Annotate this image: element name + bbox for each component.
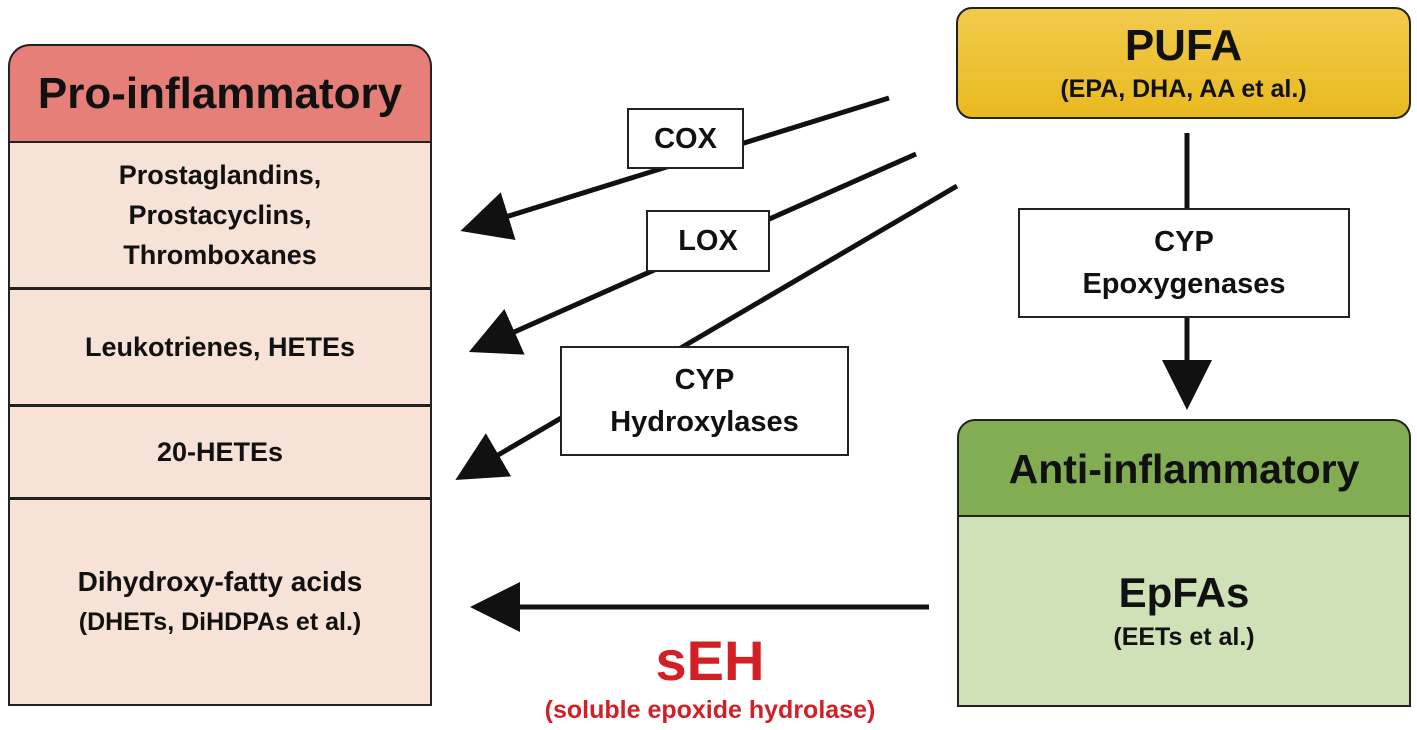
pro-cell-4-line-1: Dihydroxy-fatty acids — [77, 566, 363, 597]
pro-cell-1-line-2: Prostacyclins, — [128, 200, 312, 230]
pufa-title: PUFA — [1124, 21, 1243, 70]
seh-title: sEH — [655, 628, 765, 692]
epfas-box: EpFAs (EETs et al.) — [957, 515, 1411, 707]
pro-inflammatory-title: Pro-inflammatory — [37, 69, 403, 118]
cox-label: COX — [654, 122, 717, 155]
anti-inflammatory-title: Anti-inflammatory — [1008, 445, 1360, 492]
pufa-box: PUFA (EPA, DHA, AA et al.) — [956, 7, 1411, 119]
cyp-hydroxylases-label-box: CYP Hydroxylases — [560, 346, 849, 456]
epfas-subtitle: (EETs et al.) — [1113, 623, 1255, 651]
dihydroxy-fatty-acids-cell: Dihydroxy-fatty acids (DHETs, DiHDPAs et… — [8, 498, 432, 706]
cox-label-box: COX — [627, 108, 744, 169]
pro-inflammatory-header: Pro-inflammatory — [8, 44, 432, 142]
cyp-hydroxylase-arrow — [455, 183, 959, 481]
cyp-hydroxylases-line-2: Hydroxylases — [610, 406, 799, 438]
lox-label-box: LOX — [646, 210, 770, 272]
prostaglandins-cell: Prostaglandins, Prostacyclins, Thromboxa… — [8, 141, 432, 289]
pro-cell-2-line-1: Leukotrienes, HETEs — [84, 331, 356, 362]
pro-cell-1-line-1: Prostaglandins, — [118, 160, 322, 190]
lox-label: LOX — [678, 225, 738, 257]
pufa-subtitle: (EPA, DHA, AA et al.) — [1060, 75, 1307, 103]
cyp-epoxygenases-line-2: Epoxygenases — [1082, 268, 1286, 300]
pro-cell-3-line-1: 20-HETEs — [156, 436, 284, 467]
cyp-hydroxylases-line-1: CYP — [674, 364, 735, 396]
20-hetes-cell: 20-HETEs — [8, 405, 432, 499]
epfas-title: EpFAs — [1118, 569, 1250, 616]
anti-inflammatory-header: Anti-inflammatory — [957, 419, 1411, 517]
leukotrienes-cell: Leukotrienes, HETEs — [8, 288, 432, 406]
cyp-epoxygenases-line-1: CYP — [1154, 226, 1214, 258]
pro-cell-4-line-2: (DHETs, DiHDPAs et al.) — [78, 608, 362, 636]
seh-subtitle: (soluble epoxide hydrolase) — [544, 695, 876, 724]
pro-cell-1-line-3: Thromboxanes — [123, 240, 317, 270]
cyp-epoxygenases-label-box: CYP Epoxygenases — [1018, 208, 1350, 318]
